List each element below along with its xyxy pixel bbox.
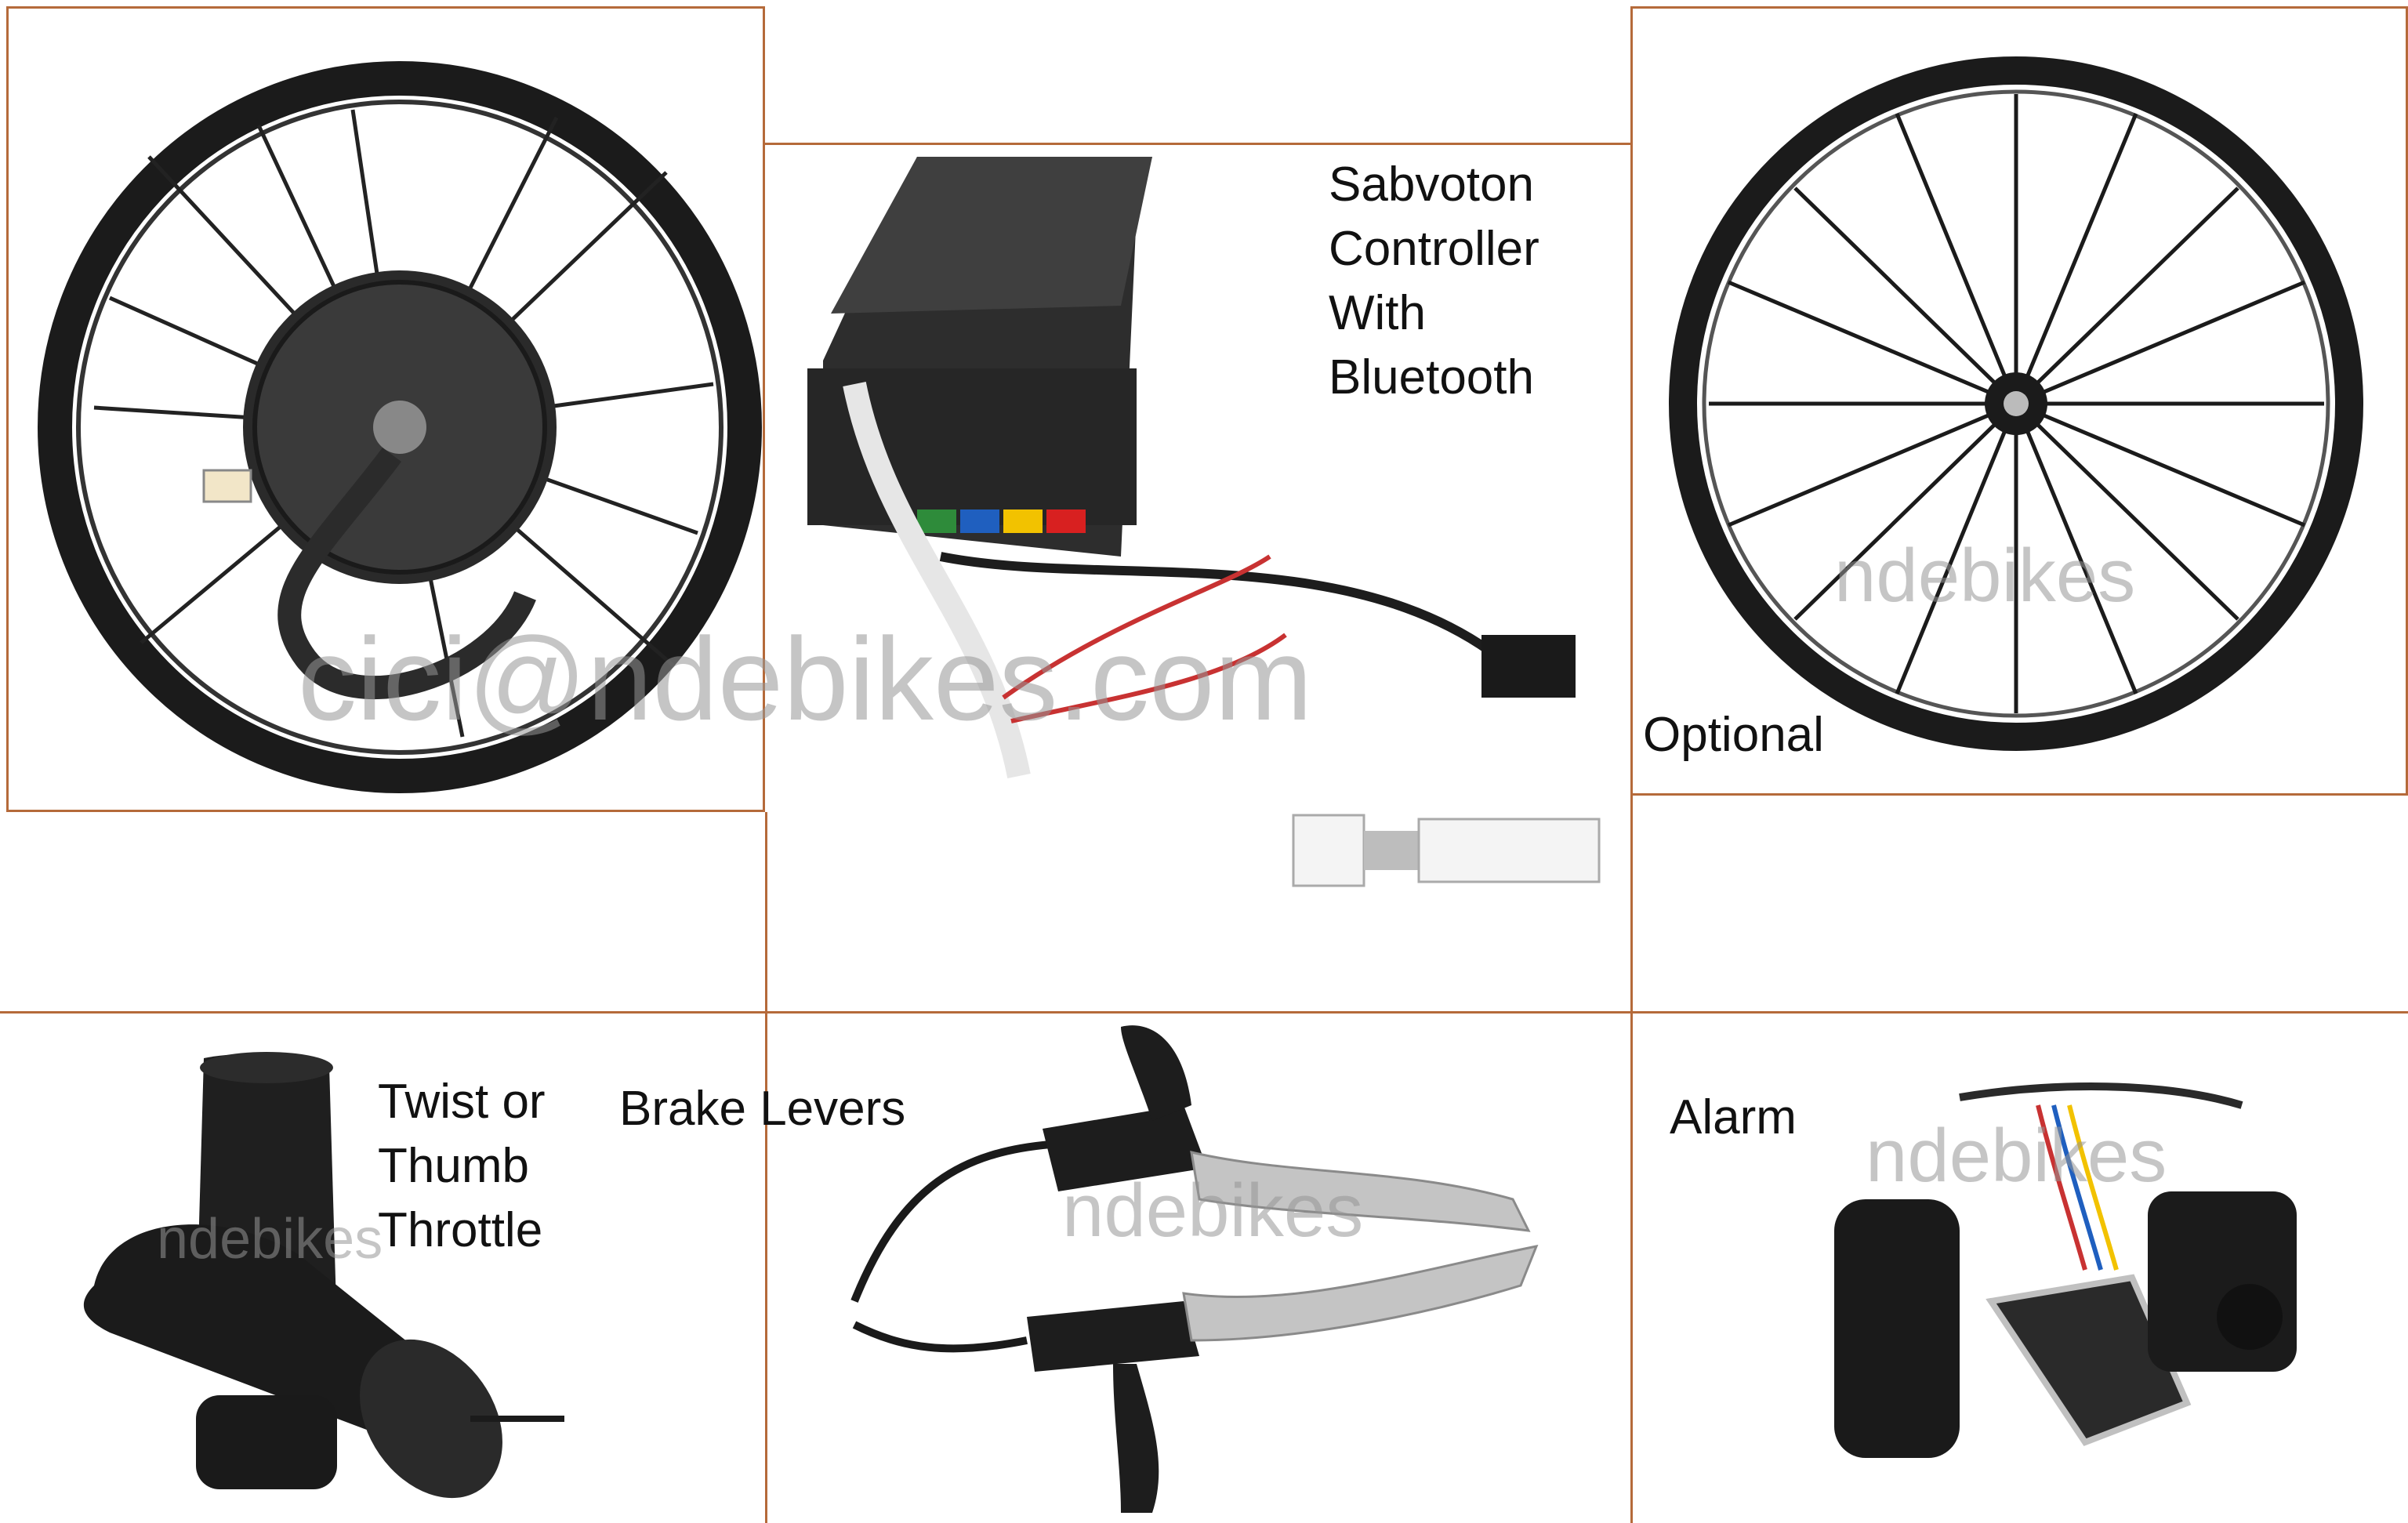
- controller-label-line1: Sabvoton: [1329, 158, 1534, 212]
- brake-label: Brake Levers: [619, 1082, 906, 1136]
- vertical-divider-right: [1630, 796, 1633, 1523]
- horizontal-divider: [0, 1011, 2408, 1014]
- controller-label-line2: Controller: [1329, 222, 1539, 276]
- motor-wheel-frame: [6, 6, 765, 812]
- alarm-set-icon: [1834, 1082, 2297, 1458]
- throttle-label-line3: Throttle: [378, 1203, 543, 1257]
- brake-levers-icon: [850, 1025, 1539, 1513]
- throttle-label-line2: Thumb: [378, 1139, 529, 1193]
- controller-top-divider: [765, 143, 1630, 145]
- front-wheel-frame: [1630, 6, 2408, 796]
- front-wheel-icon: [1669, 56, 2363, 751]
- alarm-label: Alarm: [1670, 1090, 1797, 1144]
- controller-label-line4: Bluetooth: [1329, 350, 1534, 404]
- controller-label-line3: With: [1329, 286, 1426, 340]
- optional-label: Optional: [1643, 708, 1824, 762]
- twist-throttle-icon: [83, 1052, 564, 1499]
- throttle-label-line1: Twist or: [378, 1075, 546, 1129]
- controller-box-icon: [807, 157, 1601, 887]
- vertical-divider-left: [765, 812, 767, 1523]
- hub-motor-wheel-icon: [38, 61, 762, 793]
